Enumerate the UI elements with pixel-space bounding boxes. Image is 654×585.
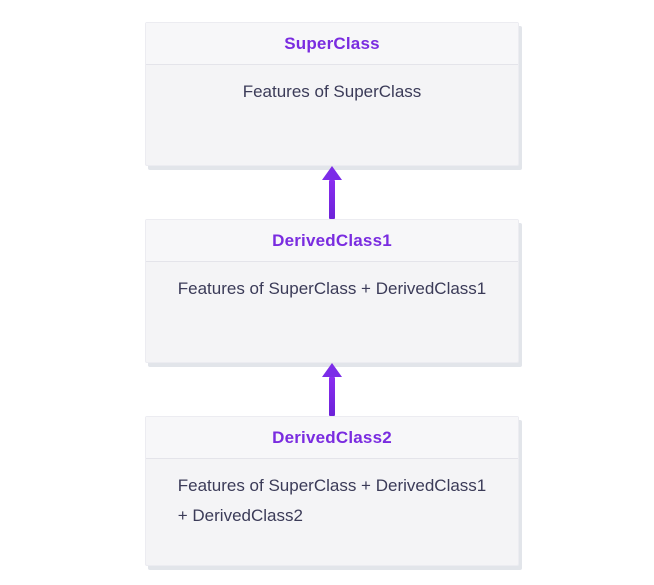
class-box-superclass: SuperClass Features of SuperClass [145,22,519,166]
inheritance-link-1 [145,166,519,219]
class-title: DerivedClass2 [146,417,518,459]
features-text: Features of SuperClass [243,77,422,107]
arrow-shaft [329,180,335,219]
feature-line: Features of SuperClass + DerivedClass1 [177,476,487,495]
feature-line: Features of SuperClass + DerivedClass1 [177,279,487,298]
class-box-derivedclass1: DerivedClass1 Features of SuperClass + D… [145,219,519,363]
class-features: Features of SuperClass + DerivedClass1 [146,262,518,362]
arrow-head [322,166,342,180]
inheritance-diagram: SuperClass Features of SuperClass Derive… [145,22,519,566]
class-features: Features of SuperClass + DerivedClass1 +… [146,459,518,565]
feature-line: Features of SuperClass [242,82,422,101]
class-title: SuperClass [146,23,518,65]
features-text: Features of SuperClass + DerivedClass1 +… [178,471,487,531]
class-title: DerivedClass1 [146,220,518,262]
features-text: Features of SuperClass + DerivedClass1 [178,274,487,304]
arrow-shaft [329,377,335,416]
feature-line: + DerivedClass2 [177,506,303,525]
arrow-head [322,363,342,377]
up-arrow-icon [321,363,343,416]
class-box-derivedclass2: DerivedClass2 Features of SuperClass + D… [145,416,519,566]
class-features: Features of SuperClass [146,65,518,165]
inheritance-link-2 [145,363,519,416]
up-arrow-icon [321,166,343,219]
